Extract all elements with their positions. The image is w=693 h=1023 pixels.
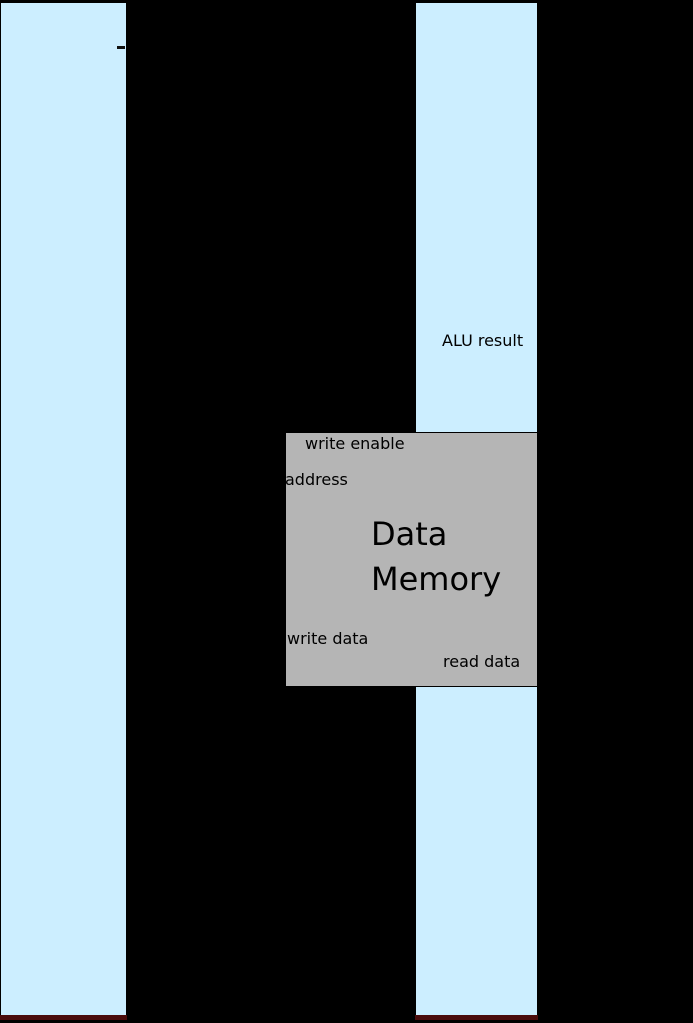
right-bar-bottom-red-edge xyxy=(415,1015,538,1020)
data-memory-block xyxy=(285,432,538,687)
write-enable-port-label: write enable xyxy=(305,434,405,453)
left-pipeline-register-bar xyxy=(0,2,127,1017)
left-bar-bottom-red-edge xyxy=(0,1015,127,1020)
data-memory-title: Data Memory xyxy=(371,512,501,602)
tick-mark xyxy=(117,46,125,49)
read-data-port-label: read data xyxy=(443,652,521,671)
alu-result-label: ALU result xyxy=(442,331,524,350)
address-port-label: address xyxy=(285,470,348,489)
data-memory-title-line2: Memory xyxy=(371,560,502,598)
write-data-port-label: write data xyxy=(287,629,369,648)
data-memory-title-line1: Data xyxy=(371,515,448,553)
